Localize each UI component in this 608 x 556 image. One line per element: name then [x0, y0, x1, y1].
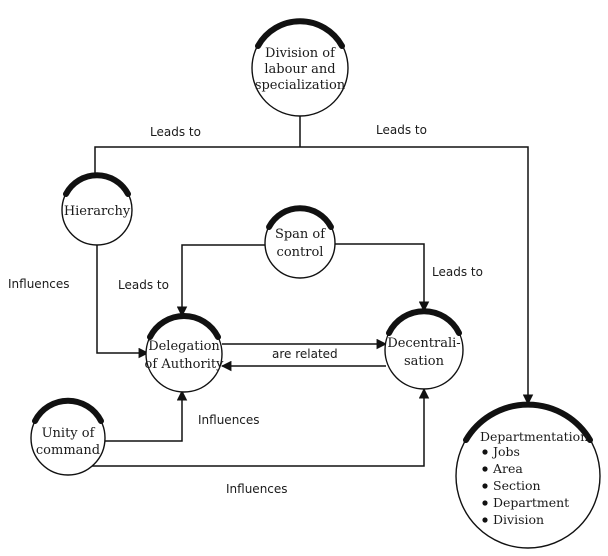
edge-division-to-departmentation — [300, 146, 534, 406]
node-delegation-of-authority: Delegation of Authority — [145, 313, 225, 393]
departmentation-item-division: Division — [493, 512, 544, 527]
node-span-line-2: control — [277, 245, 324, 260]
node-unity-of-command: Unity of command — [30, 397, 106, 476]
edge-label-unity-delegation: Influences — [198, 413, 260, 427]
node-decentralisation-line-2: sation — [404, 354, 445, 369]
departmentation-item-area: Area — [492, 461, 523, 476]
edge-label-delegation-decentralisation: are related — [272, 347, 338, 361]
bullet-icon — [482, 466, 488, 472]
edge-span-to-delegation — [176, 244, 266, 318]
departmentation-item-section: Section — [493, 478, 541, 493]
edge-span-to-decentralisation — [333, 243, 430, 313]
node-division-line-1: Division of — [265, 46, 336, 61]
node-hierarchy-label: Hierarchy — [64, 204, 131, 219]
node-departmentation-title: Departmentation — [480, 429, 588, 444]
node-span-of-control: Span of control — [264, 205, 336, 279]
bullet-icon — [482, 483, 488, 489]
edge-label-unity-decentralisation: Influences — [226, 482, 288, 496]
bullet-icon — [482, 500, 488, 506]
node-departmentation: Departmentation Jobs Area Section Depart… — [455, 401, 601, 549]
departmentation-item-department: Department — [493, 495, 569, 510]
node-span-line-1: Span of — [275, 227, 326, 242]
departmentation-item-jobs: Jobs — [491, 444, 520, 459]
node-delegation-line-1: Delegation — [148, 339, 220, 354]
edge-label-span-decentralisation: Leads to — [432, 265, 483, 279]
edge-label-division-hierarchy: Leads to — [150, 125, 201, 139]
node-division-line-2: labour and — [264, 62, 335, 77]
node-division-line-3: specialization — [255, 78, 346, 93]
edge-division-to-hierarchy — [94, 146, 300, 176]
edge-label-division-departmentation: Leads to — [376, 123, 427, 137]
node-decentralisation-line-1: Decentrali- — [387, 336, 460, 351]
bullet-icon — [482, 449, 488, 455]
node-hierarchy: Hierarchy — [61, 172, 133, 246]
node-delegation-line-2: of Authority — [145, 357, 225, 372]
node-decentralisation: Decentrali- sation — [384, 308, 464, 390]
node-division-of-labour: Division of labour and specialization — [251, 18, 349, 117]
edge-label-span-delegation: Leads to — [118, 278, 169, 292]
bullet-icon — [482, 517, 488, 523]
edge-label-hierarchy-delegation: Influences — [8, 277, 70, 291]
node-unity-line-1: Unity of — [42, 426, 96, 441]
edge-unity-to-delegation — [104, 389, 188, 442]
node-unity-line-2: command — [36, 443, 100, 458]
edge-hierarchy-to-delegation — [96, 244, 150, 359]
edge-unity-to-decentralisation — [69, 387, 430, 467]
edge-labels: Leads to Leads to Influences Leads to Le… — [8, 123, 483, 496]
